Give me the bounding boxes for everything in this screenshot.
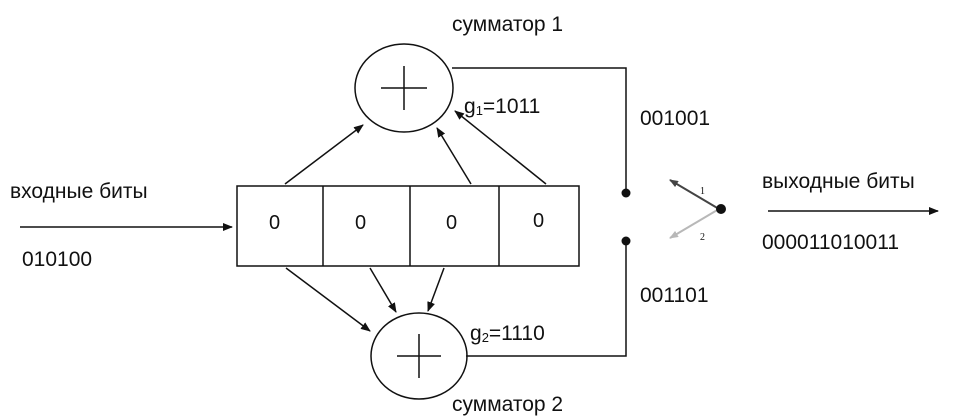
generator-1-value: =1011 (482, 95, 541, 118)
generator-1-index: 1 (475, 103, 483, 118)
adder-1-label: сумматор 1 (452, 13, 564, 36)
switch-position-1-label: 1 (700, 186, 705, 197)
register-cell-1: 0 (269, 212, 281, 234)
switch-arm-2 (669, 208, 720, 239)
adder-2-output-line (466, 241, 627, 357)
switch-contact-2 (621, 236, 631, 246)
generator-2-name: g (470, 322, 482, 345)
shift-register (236, 185, 580, 267)
register-cell-4: 0 (533, 210, 545, 232)
adder-1-output-line (452, 67, 627, 193)
upper-stream-bits: 001001 (640, 107, 711, 130)
switch-pivot (716, 204, 726, 214)
output-bits-value: 000011010011 (762, 231, 900, 254)
taps-adder-1 (284, 110, 547, 185)
register-cell-3: 0 (446, 212, 458, 234)
switch-arm-1 (669, 179, 720, 210)
generator-1-label: g1=1011 (464, 95, 540, 123)
register-cell-2: 0 (355, 212, 367, 234)
input-bits-label: входные биты (10, 180, 148, 203)
generator-2-label: g2=1110 (470, 322, 545, 350)
adder-1 (354, 43, 454, 133)
generator-1-name: g (464, 95, 476, 118)
generator-2-index: 2 (481, 330, 489, 345)
switch-position-2-label: 2 (700, 232, 705, 243)
taps-adder-2 (285, 267, 445, 332)
output-bits-label: выходные биты (762, 170, 915, 193)
switch-contact-1 (621, 188, 631, 198)
lower-stream-bits: 001101 (640, 284, 709, 307)
adder-2 (370, 312, 468, 400)
generator-2-value: =1110 (488, 322, 545, 345)
adder-2-label: сумматор 2 (452, 393, 564, 416)
input-bits-value: 010100 (22, 248, 93, 271)
